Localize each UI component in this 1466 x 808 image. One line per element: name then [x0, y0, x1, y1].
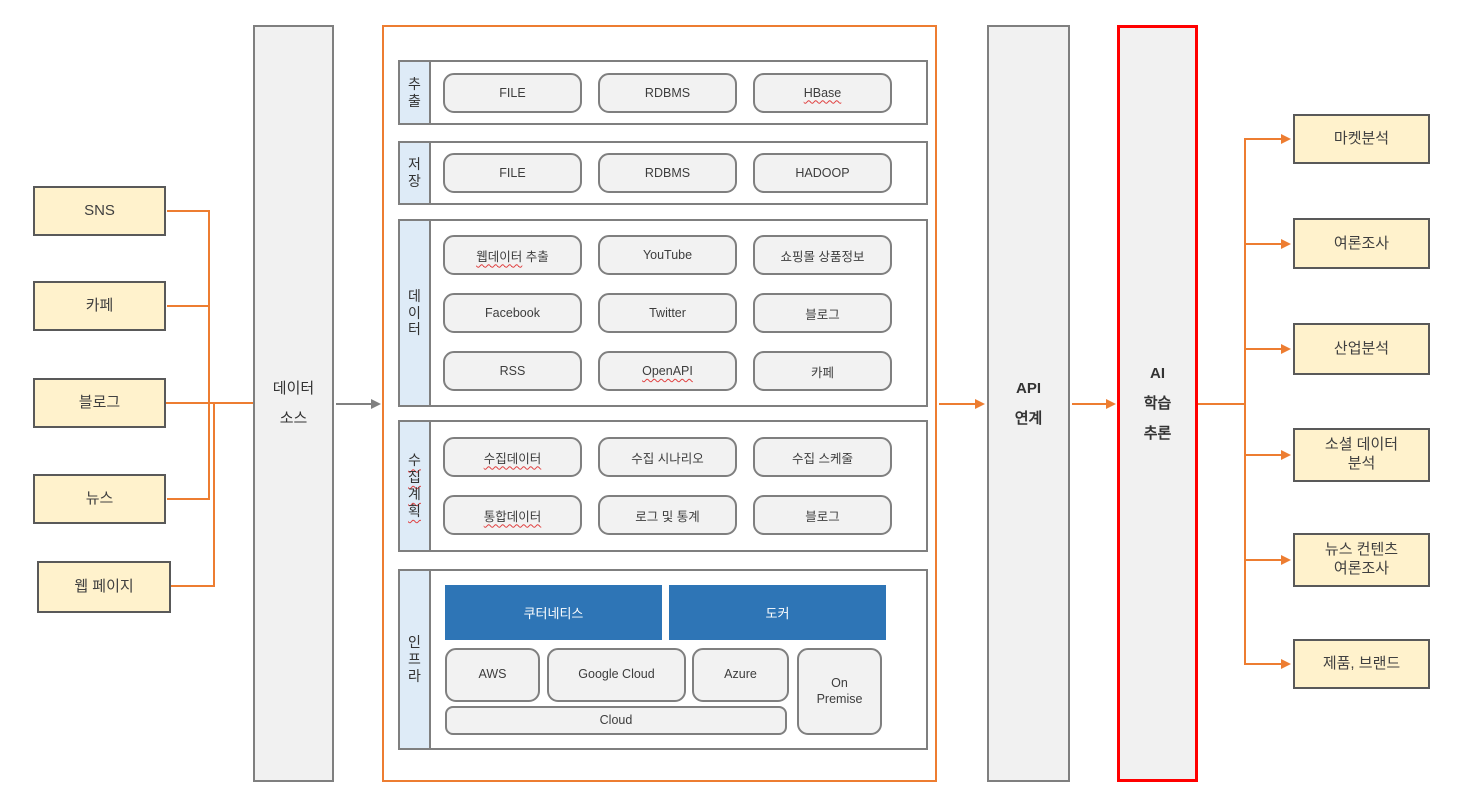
output-box-news-content-poll: 뉴스 컨텐츠 여론조사 — [1293, 533, 1430, 587]
connector-out-product — [1244, 663, 1283, 665]
source-box-sns: SNS — [33, 186, 166, 236]
item-youtube: YouTube — [598, 235, 737, 275]
arrowhead-right-icon — [1281, 344, 1291, 354]
connector-out-news — [1244, 559, 1283, 561]
item-file: FILE — [443, 72, 582, 113]
item-azure: Azure — [692, 648, 789, 702]
item-kubernetes: 쿠터네티스 — [445, 585, 662, 640]
item-openapi: OpenAPI — [598, 351, 737, 391]
item-rdbms: RDBMS — [598, 153, 737, 193]
connector-out-opinion — [1244, 243, 1283, 245]
row-body-infra: 쿠터네티스 도커 AWS Google Cloud Azure On Premi… — [431, 571, 926, 748]
connector-ai-bus — [1198, 403, 1246, 405]
pipeline-row-store: 저 장 FILE RDBMS HADOOP — [398, 141, 928, 205]
row-label-data: 데 이 터 — [400, 221, 431, 405]
item-shopping-product-info: 쇼핑몰 상품정보 — [753, 235, 892, 275]
item-hbase: HBase — [753, 72, 892, 113]
output-box-product-brand: 제품, 브랜드 — [1293, 639, 1430, 689]
item-collection-scenario: 수집 시나리오 — [598, 437, 737, 477]
item-docker: 도커 — [669, 585, 886, 640]
connector-webpage — [171, 585, 214, 587]
item-rdbms: RDBMS — [598, 72, 737, 113]
item-collected-data: 수집데이터 — [443, 437, 582, 477]
item-web-data-extract: 웹데이터 추출 — [443, 235, 582, 275]
item-log-and-stats: 로그 및 통계 — [598, 495, 737, 535]
item-cloud: Cloud — [445, 706, 787, 735]
connector-datasource-pipeline — [336, 403, 374, 405]
item-facebook: Facebook — [443, 293, 582, 333]
arrowhead-right-icon — [1281, 450, 1291, 460]
item-google-cloud: Google Cloud — [547, 648, 686, 702]
connector-bus-left-lower — [213, 402, 215, 587]
connector-api-ai — [1072, 403, 1108, 405]
arrowhead-right-icon — [1281, 659, 1291, 669]
row-label-extract: 추 출 — [400, 62, 431, 123]
pipeline-row-collection-plan: 수 집 계 획 수집데이터 수집 시나리오 수집 스케줄 통합데이터 로그 및 … — [398, 420, 928, 552]
output-box-industry-analysis: 산업분석 — [1293, 323, 1430, 375]
row-label-collection-plan: 수 집 계 획 — [400, 422, 431, 550]
connector-cafe — [167, 305, 209, 307]
arrowhead-right-icon — [1281, 239, 1291, 249]
item-file: FILE — [443, 153, 582, 193]
arrowhead-right-icon — [1281, 555, 1291, 565]
item-blog: 블로그 — [753, 495, 892, 535]
item-blog: 블로그 — [753, 293, 892, 333]
item-collection-schedule: 수집 스케줄 — [753, 437, 892, 477]
api-link-column: API 연계 — [987, 25, 1070, 782]
item-rss: RSS — [443, 351, 582, 391]
connector-bus-left-upper — [208, 210, 210, 500]
output-box-social-data-analysis: 소셜 데이터 분석 — [1293, 428, 1430, 482]
pipeline-row-data: 데 이 터 웹데이터 추출 YouTube 쇼핑몰 상품정보 Facebook … — [398, 219, 928, 407]
output-box-opinion-poll: 여론조사 — [1293, 218, 1430, 269]
connector-news — [167, 498, 209, 500]
ai-learning-inference-column: AI 학습 추론 — [1117, 25, 1198, 782]
source-box-blog: 블로그 — [33, 378, 166, 428]
row-body-collection-plan: 수집데이터 수집 시나리오 수집 스케줄 통합데이터 로그 및 통계 블로그 — [431, 422, 926, 550]
item-aws: AWS — [445, 648, 540, 702]
arrowhead-right-icon — [1281, 134, 1291, 144]
row-body-extract: FILE RDBMS HBase — [431, 62, 926, 123]
pipeline-row-extract: 추 출 FILE RDBMS HBase — [398, 60, 928, 125]
output-box-market-analysis: 마켓분석 — [1293, 114, 1430, 164]
connector-pipeline-api — [939, 403, 977, 405]
source-box-webpage: 웹 페이지 — [37, 561, 171, 613]
item-twitter: Twitter — [598, 293, 737, 333]
source-box-news: 뉴스 — [33, 474, 166, 524]
pipeline-row-infra: 인 프 라 쿠터네티스 도커 AWS Google Cloud Azure On… — [398, 569, 928, 750]
connector-sns — [167, 210, 209, 212]
item-hadoop: HADOOP — [753, 153, 892, 193]
data-source-column: 데이터 소스 — [253, 25, 334, 782]
connector-bus-right — [1244, 138, 1246, 665]
item-on-premise: On Premise — [797, 648, 882, 735]
row-body-data: 웹데이터 추출 YouTube 쇼핑몰 상품정보 Facebook Twitte… — [431, 221, 926, 405]
pipeline-container: 추 출 FILE RDBMS HBase 저 장 FILE RDBMS HADO… — [382, 25, 937, 782]
arrowhead-right-icon — [975, 399, 985, 409]
row-label-store: 저 장 — [400, 143, 431, 203]
arrowhead-right-icon — [1106, 399, 1116, 409]
connector-out-social — [1244, 454, 1283, 456]
connector-out-market — [1244, 138, 1283, 140]
row-label-infra: 인 프 라 — [400, 571, 431, 748]
source-box-cafe: 카페 — [33, 281, 166, 331]
item-cafe: 카페 — [753, 351, 892, 391]
arrowhead-right-icon — [371, 399, 381, 409]
row-body-store: FILE RDBMS HADOOP — [431, 143, 926, 203]
connector-out-industry — [1244, 348, 1283, 350]
item-integrated-data: 통합데이터 — [443, 495, 582, 535]
